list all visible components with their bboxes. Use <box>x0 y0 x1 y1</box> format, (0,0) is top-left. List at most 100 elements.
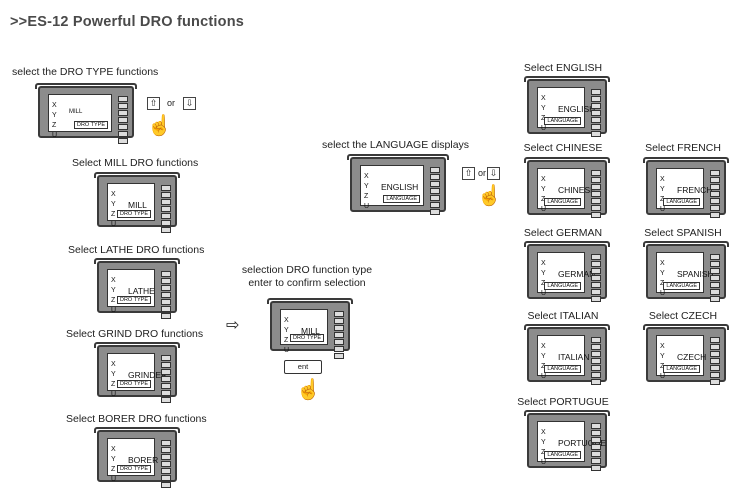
confirm-caption-line2: enter to confirm selection <box>248 277 366 289</box>
function-label: ITALIAN <box>558 352 590 362</box>
axis-label: Z <box>111 211 116 218</box>
side-keypad <box>710 170 720 218</box>
axis-label: U <box>541 459 547 466</box>
axis-label: X <box>541 429 546 436</box>
axis-label: Y <box>111 371 116 378</box>
keypad-key <box>161 440 171 446</box>
keypad-key <box>591 110 601 116</box>
side-keypad <box>591 254 601 302</box>
keypad-key <box>591 212 601 218</box>
keypad-key <box>334 346 344 352</box>
keypad-key <box>710 289 720 295</box>
keypad-key <box>118 96 128 102</box>
keypad-key <box>334 318 344 324</box>
pointing-hand-icon: ☝ <box>477 185 502 207</box>
keypad-key <box>591 131 601 137</box>
down-arrow-icon[interactable]: ⇩ <box>183 97 196 110</box>
keypad-key <box>430 174 440 180</box>
mode-tag: DRO TYPE <box>116 380 151 388</box>
keypad-key <box>118 117 128 123</box>
axis-label: Y <box>364 183 369 190</box>
keypad-key <box>161 461 171 467</box>
keypad-key <box>334 332 344 338</box>
side-keypad <box>334 311 344 359</box>
mode-tag: DRO TYPE <box>116 210 151 218</box>
keypad-key <box>118 124 128 130</box>
keypad-key <box>710 198 720 204</box>
side-keypad <box>591 170 601 218</box>
keypad-key <box>591 205 601 211</box>
keypad-key <box>334 311 344 317</box>
mill-caption: Select MILL DRO functions <box>72 157 199 169</box>
keypad-key <box>591 451 601 457</box>
czech-caption: Select CZECH <box>648 310 718 322</box>
ent-button[interactable]: ent <box>284 360 322 374</box>
axis-label: X <box>660 176 665 183</box>
keypad-key <box>591 344 601 350</box>
keypad-key <box>591 198 601 204</box>
keypad-key <box>161 390 171 396</box>
axis-label: Z <box>541 280 546 287</box>
axis-label: Z <box>541 363 546 370</box>
axis-label: Y <box>111 456 116 463</box>
axis-label: U <box>660 206 666 213</box>
function-label: SPANISH <box>677 269 714 279</box>
side-keypad <box>161 185 171 233</box>
down-arrow-icon[interactable]: ⇩ <box>487 167 500 180</box>
keypad-key <box>161 227 171 233</box>
italian-caption: Select ITALIAN <box>527 310 599 322</box>
function-label: ENGLISH <box>381 182 419 192</box>
axis-label: X <box>660 343 665 350</box>
side-keypad <box>118 96 128 144</box>
keypad-key <box>161 482 171 488</box>
keypad-key <box>430 181 440 187</box>
grind-caption: Select GRIND DRO functions <box>66 328 204 340</box>
up-arrow-icon[interactable]: ⇧ <box>147 97 160 110</box>
mode-tag: LANGUAGE <box>383 195 420 203</box>
keypad-key <box>161 313 171 319</box>
keypad-key <box>591 89 601 95</box>
keypad-key <box>710 296 720 302</box>
mode-tag: LANGUAGE <box>663 282 700 290</box>
or-label: or <box>478 168 487 178</box>
keypad-key <box>161 278 171 284</box>
keypad-key <box>710 372 720 378</box>
keypad-key <box>161 383 171 389</box>
axis-label: X <box>111 277 116 284</box>
axis-label: Y <box>660 186 665 193</box>
up-arrow-icon[interactable]: ⇧ <box>462 167 475 180</box>
keypad-key <box>591 177 601 183</box>
axis-label: Z <box>52 122 57 129</box>
keypad-key <box>161 299 171 305</box>
function-label: CZECH <box>677 352 707 362</box>
axis-label: U <box>660 373 666 380</box>
keypad-key <box>710 177 720 183</box>
function-label: MILL <box>128 200 147 210</box>
keypad-key <box>161 369 171 375</box>
axis-label: U <box>660 290 666 297</box>
keypad-key <box>161 376 171 382</box>
function-label: PORTUGUE <box>558 438 607 448</box>
axis-label: Z <box>284 337 289 344</box>
side-keypad <box>591 89 601 137</box>
keypad-key <box>710 379 720 385</box>
axis-label: U <box>541 373 547 380</box>
